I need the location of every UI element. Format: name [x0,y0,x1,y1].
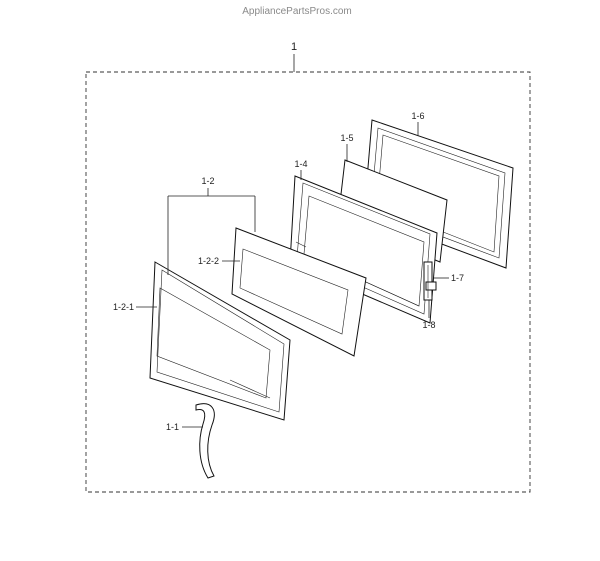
callout-1-2: 1-2 [201,176,214,186]
callout-1-2-2: 1-2-2 [198,256,219,266]
assembly-boundary [85,71,531,493]
callout-1-4: 1-4 [294,159,307,169]
watermark-text: AppliancePartsPros.com [242,6,352,17]
assembly-label: 1 [291,41,297,53]
callout-1-8: 1-8 [422,320,435,330]
callout-1-1: 1-1 [166,422,179,432]
callout-1-6: 1-6 [411,111,424,121]
part-door-panel [149,261,291,421]
callout-1-5: 1-5 [340,133,353,143]
part-door-handle [195,403,215,479]
callout-1-2-1: 1-2-1 [113,302,134,312]
part-door-latch [423,261,437,301]
callout-1-7: 1-7 [451,273,464,283]
part-door-glass [231,227,367,357]
